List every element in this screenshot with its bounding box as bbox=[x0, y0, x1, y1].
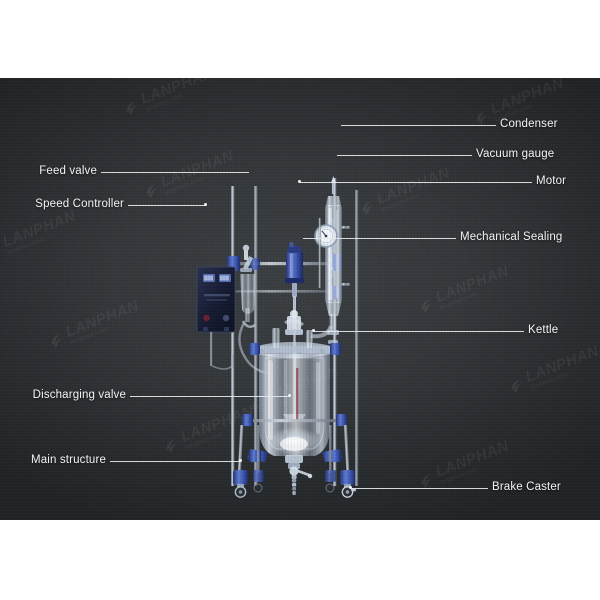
callout-feed-valve[interactable]: Feed valve bbox=[39, 165, 97, 177]
leader-vacuum-gauge bbox=[337, 155, 472, 156]
anchor-brake-caster bbox=[349, 486, 352, 489]
callout-mechanical-sealing-text: Mechanical Sealing bbox=[460, 231, 563, 243]
callout-speed-controller-text: Speed Controller bbox=[35, 198, 124, 210]
callout-motor[interactable]: Motor bbox=[536, 175, 566, 187]
callout-kettle-text: Kettle bbox=[528, 324, 559, 336]
leader-mechanical-sealing bbox=[303, 238, 456, 239]
callout-condenser[interactable]: Condenser bbox=[500, 118, 558, 130]
callout-brake-caster[interactable]: Brake Caster bbox=[492, 481, 561, 493]
callout-feed-valve-text: Feed valve bbox=[39, 165, 97, 177]
anchor-kettle bbox=[312, 329, 315, 332]
anchor-disch-valve bbox=[288, 394, 291, 397]
leader-discharging-valve bbox=[130, 396, 290, 397]
callout-vacuum-gauge[interactable]: Vacuum gauge bbox=[476, 148, 554, 160]
anchor-motor bbox=[298, 180, 301, 183]
callout-condenser-text: Condenser bbox=[500, 118, 558, 130]
product-photo: LANPHAN lanphan.com LANPHAN lanphan.com … bbox=[0, 78, 600, 520]
callout-kettle[interactable]: Kettle bbox=[528, 324, 558, 336]
callout-discharging-valve[interactable]: Discharging valve bbox=[33, 389, 126, 401]
callout-main-structure[interactable]: Main structure bbox=[31, 454, 106, 466]
callout-mechanical-sealing[interactable]: Mechanical Sealing bbox=[460, 231, 562, 243]
callout-motor-text: Motor bbox=[536, 175, 567, 187]
leader-brake-caster bbox=[351, 488, 488, 489]
leader-feed-valve bbox=[101, 172, 249, 173]
leader-motor bbox=[300, 182, 532, 183]
anchor-main-structure bbox=[239, 459, 242, 462]
callout-brake-caster-text: Brake Caster bbox=[492, 481, 561, 493]
callout-vacuum-gauge-text: Vacuum gauge bbox=[476, 148, 555, 160]
callout-main-structure-text: Main structure bbox=[31, 454, 106, 466]
callout-speed-controller[interactable]: Speed Controller bbox=[35, 198, 124, 210]
leader-speed-controller bbox=[128, 205, 206, 206]
callout-discharging-valve-text: Discharging valve bbox=[32, 389, 126, 401]
leader-main-structure bbox=[110, 461, 241, 462]
leader-condenser bbox=[341, 125, 496, 126]
anchor-speed-ctrl bbox=[204, 203, 207, 206]
leader-kettle bbox=[313, 331, 524, 332]
glass-reactor-apparatus bbox=[0, 78, 600, 520]
